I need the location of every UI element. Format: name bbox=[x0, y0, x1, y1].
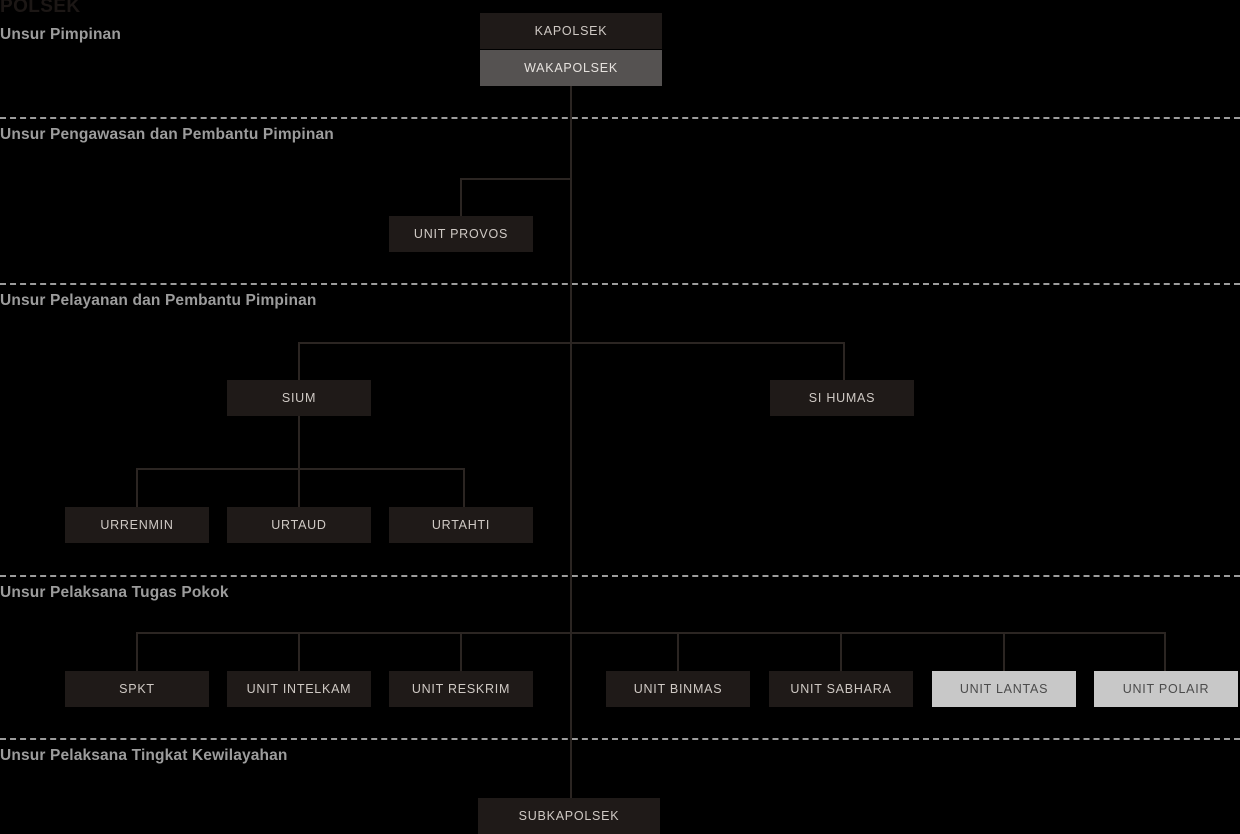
connector-ur-horizontal bbox=[136, 468, 465, 470]
connector-spkt-drop bbox=[136, 632, 138, 671]
band-divider-2 bbox=[0, 283, 1240, 285]
connector-intelkam-drop bbox=[298, 632, 300, 671]
node-unit-binmas[interactable]: UNIT BINMAS bbox=[606, 671, 750, 707]
node-urrenmin[interactable]: URRENMIN bbox=[65, 507, 209, 543]
node-urtaud[interactable]: URTAUD bbox=[227, 507, 371, 543]
connector-sabhara-drop bbox=[840, 632, 842, 671]
connector-urtahti-drop bbox=[463, 468, 465, 507]
connector-sium-stem bbox=[298, 416, 300, 468]
node-unit-provos[interactable]: UNIT PROVOS bbox=[389, 216, 533, 252]
connector-pelaksana-horizontal bbox=[136, 632, 1166, 634]
node-wakapolsek[interactable]: WAKAPOLSEK bbox=[480, 50, 662, 86]
node-si-humas[interactable]: SI HUMAS bbox=[770, 380, 914, 416]
node-unit-lantas[interactable]: UNIT LANTAS bbox=[932, 671, 1076, 707]
connector-provos-horizontal bbox=[460, 178, 572, 180]
connector-binmas-drop bbox=[677, 632, 679, 671]
band-label-pimpinan: Unsur Pimpinan bbox=[0, 26, 121, 43]
connector-pelayanan-horizontal bbox=[298, 342, 845, 344]
node-unit-polair[interactable]: UNIT POLAIR bbox=[1094, 671, 1238, 707]
connector-sium-drop bbox=[298, 342, 300, 380]
connector-lantas-drop bbox=[1003, 632, 1005, 671]
node-unit-reskrim[interactable]: UNIT RESKRIM bbox=[389, 671, 533, 707]
node-unit-sabhara[interactable]: UNIT SABHARA bbox=[769, 671, 913, 707]
node-subkapolsek[interactable]: SUBKAPOLSEK bbox=[478, 798, 660, 834]
node-sium[interactable]: SIUM bbox=[227, 380, 371, 416]
band-label-pelayanan: Unsur Pelayanan dan Pembantu Pimpinan bbox=[0, 292, 317, 309]
connector-urtaud-drop bbox=[298, 468, 300, 507]
band-label-pelaksana: Unsur Pelaksana Tugas Pokok bbox=[0, 584, 229, 601]
band-divider-3 bbox=[0, 575, 1240, 577]
connector-provos-drop bbox=[460, 178, 462, 216]
band-label-pengawasan: Unsur Pengawasan dan Pembantu Pimpinan bbox=[0, 126, 334, 143]
connector-reskrim-drop bbox=[460, 632, 462, 671]
band-divider-4 bbox=[0, 738, 1240, 740]
node-urtahti[interactable]: URTAHTI bbox=[389, 507, 533, 543]
node-spkt[interactable]: SPKT bbox=[65, 671, 209, 707]
node-kapolsek[interactable]: KAPOLSEK bbox=[480, 13, 662, 49]
connector-urrenmin-drop bbox=[136, 468, 138, 507]
node-unit-intelkam[interactable]: UNIT INTELKAM bbox=[227, 671, 371, 707]
band-divider-1 bbox=[0, 117, 1240, 119]
band-label-kewilayahan: Unsur Pelaksana Tingkat Kewilayahan bbox=[0, 747, 288, 764]
page-title: POLSEK bbox=[0, 0, 81, 17]
connector-sihumas-drop bbox=[843, 342, 845, 380]
connector-polair-drop bbox=[1164, 632, 1166, 671]
connector-trunk-main bbox=[570, 86, 572, 804]
